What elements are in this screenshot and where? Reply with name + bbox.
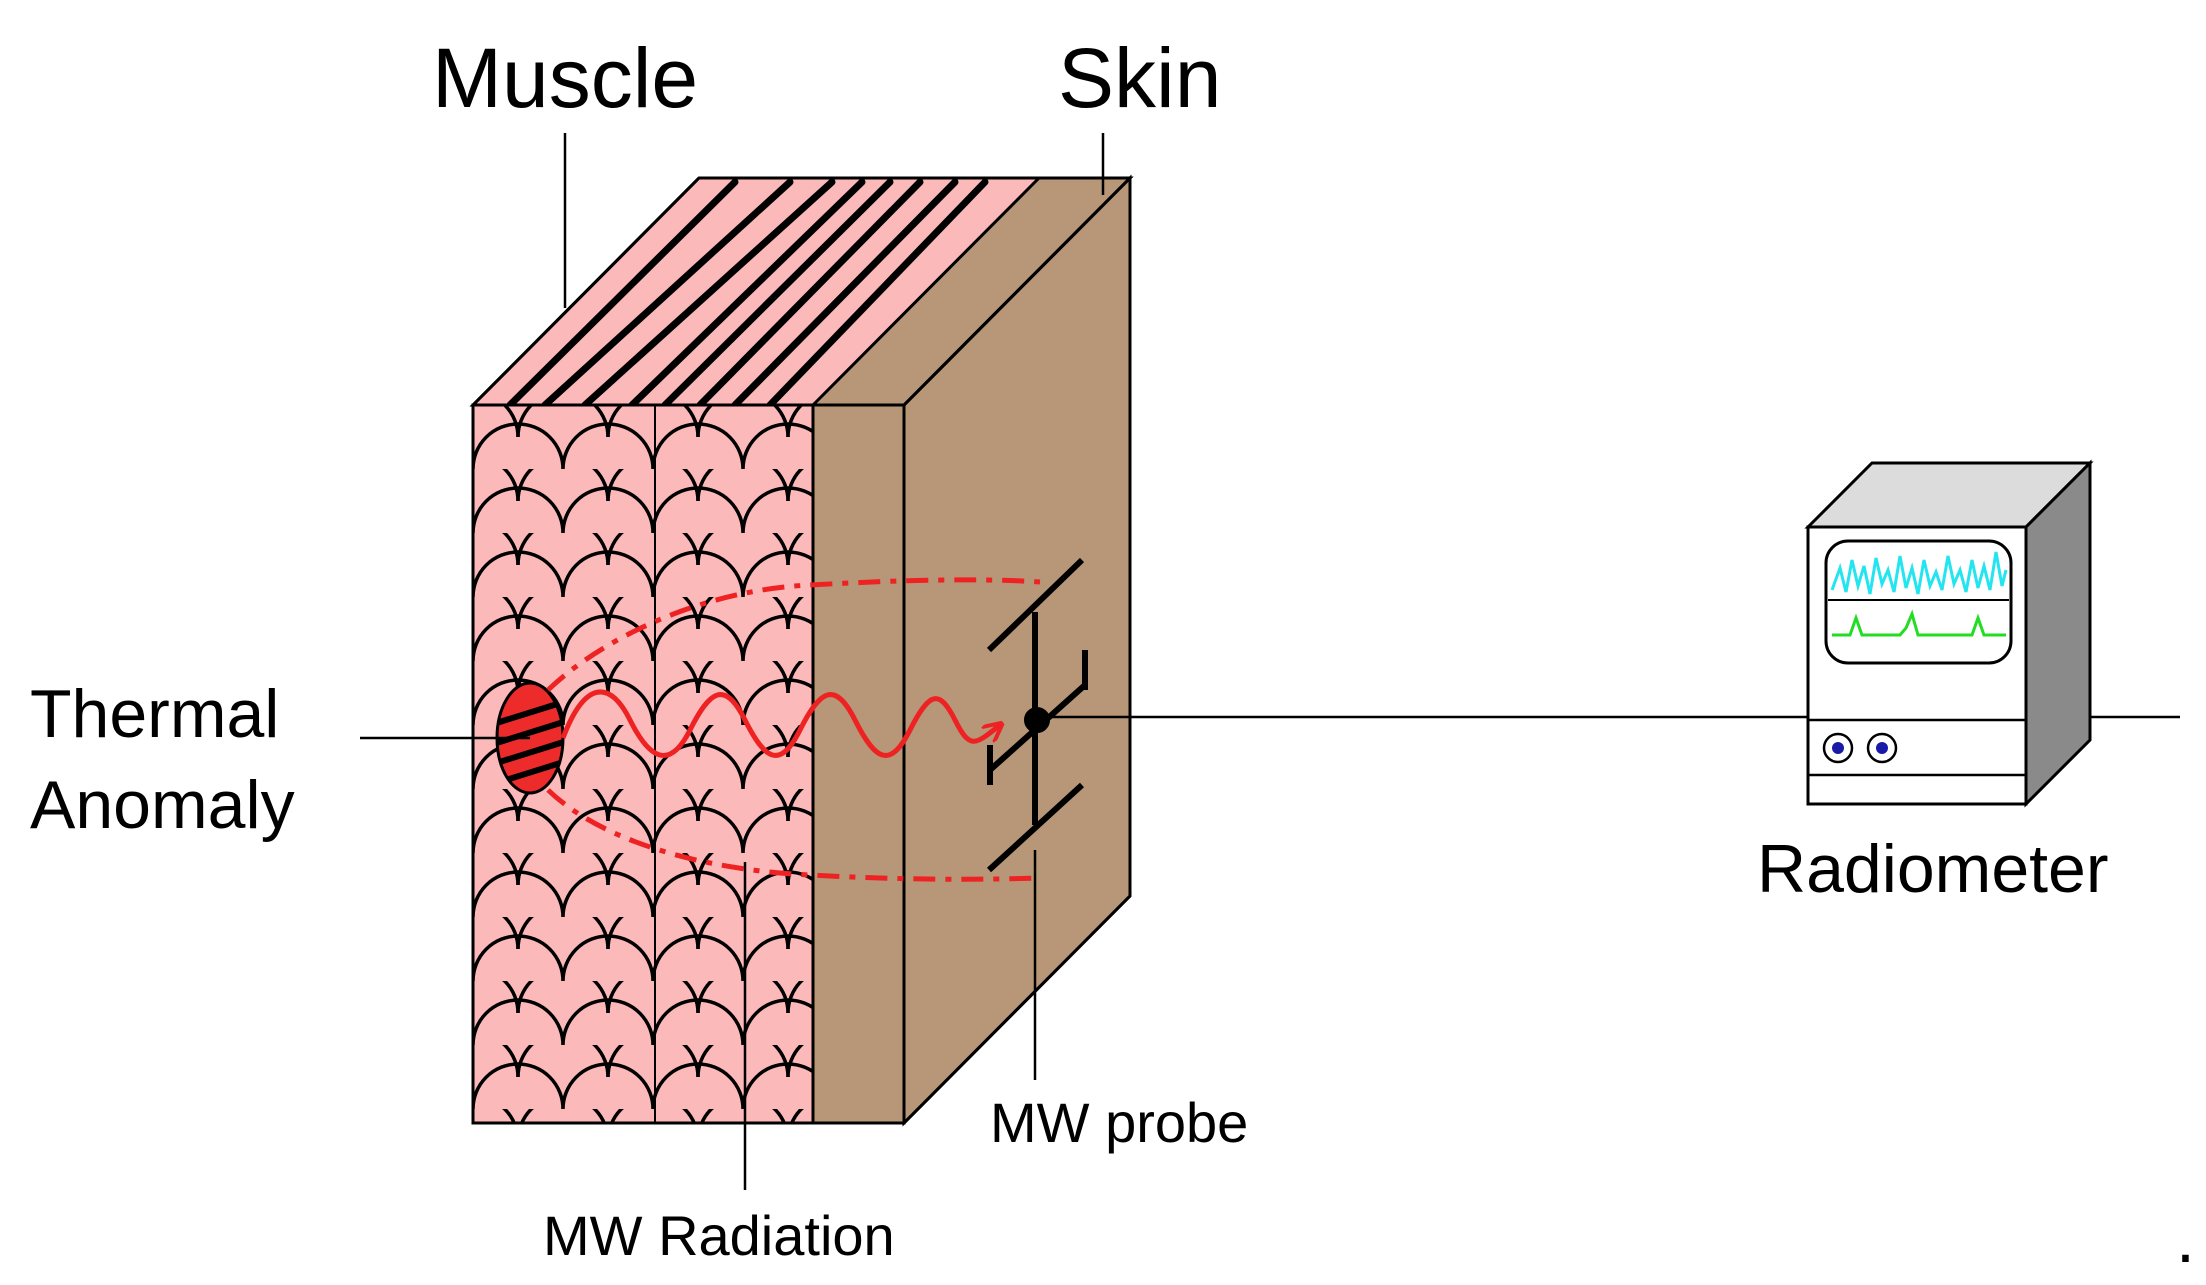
skin-front-face [811,403,906,1125]
thermal-label-line2: Anomaly [30,767,295,843]
radiation-beam-upper [546,577,1041,692]
skin-label: Skin [1058,31,1221,125]
muscle-label: Muscle [432,31,698,125]
mw-probe-label: MW probe [990,1091,1248,1154]
leader-lines [360,133,1105,1190]
tissue-block [469,174,1134,1127]
probe-feed-point [1024,707,1050,733]
radiometer-screen [1824,539,2013,665]
radiometer [1804,459,2094,808]
screen-trace-bottom [1832,609,2006,637]
screen-trace-top [1830,551,2008,595]
radiation-wave-arrow [560,689,1000,758]
mw-radiation [546,577,1041,882]
radiometer-label: Radiometer [1757,831,2109,907]
mw-probe [986,557,1088,873]
mw-radiation-label: MW Radiation [543,1204,895,1267]
muscle-fibers [506,178,989,405]
thermal-label-line1: Thermal [30,676,279,752]
trailing-period: . [2176,1201,2195,1277]
radiation-beam-lower [546,788,1041,882]
